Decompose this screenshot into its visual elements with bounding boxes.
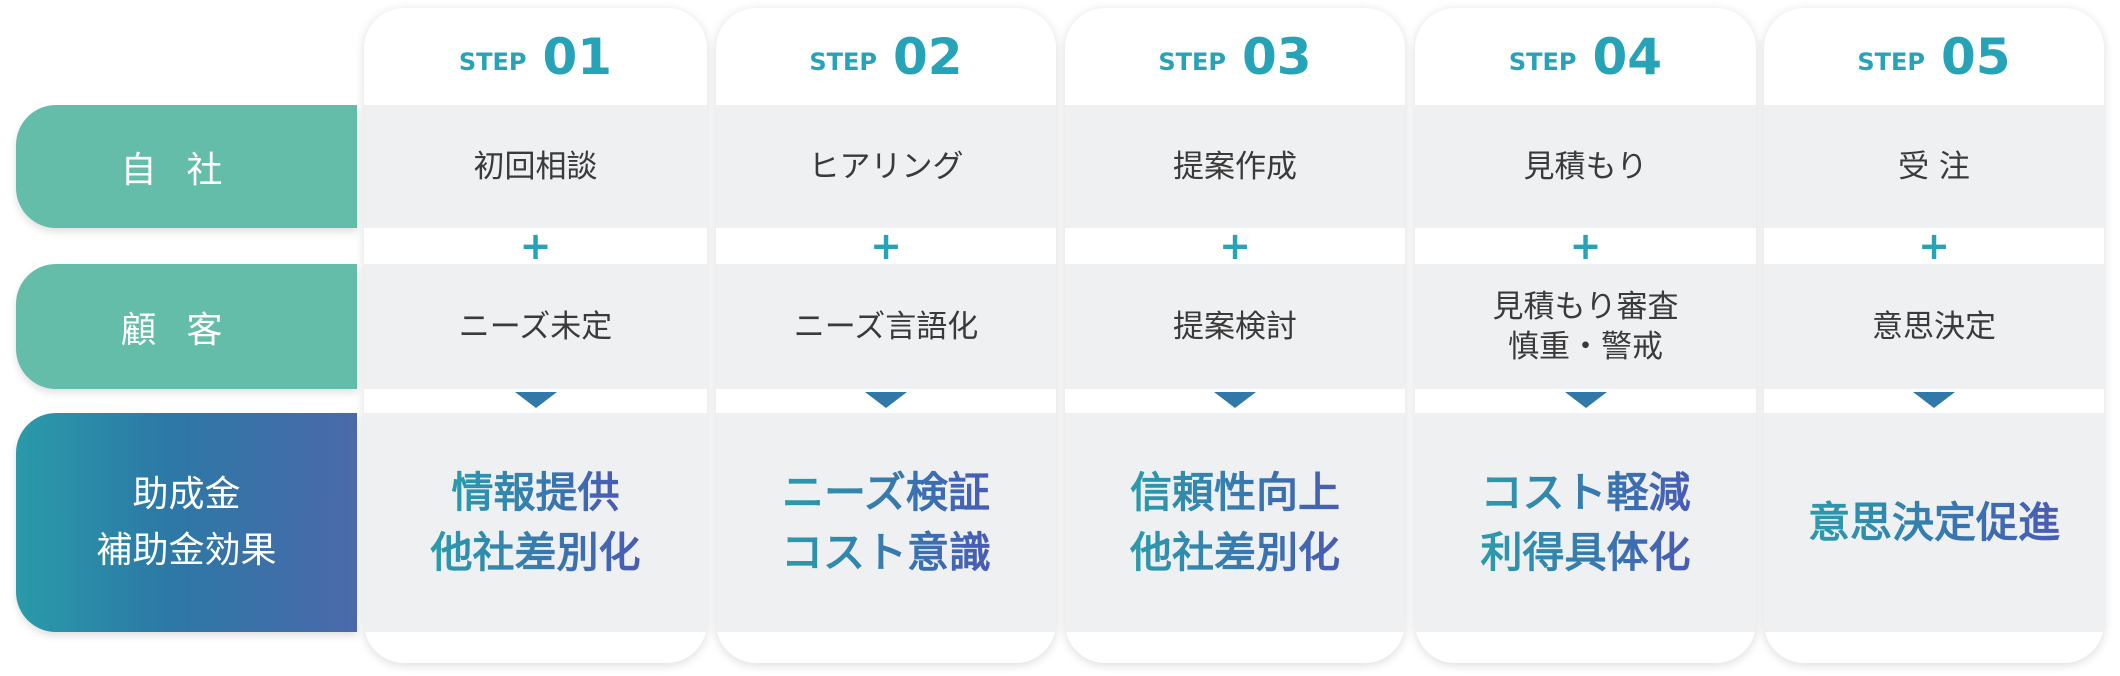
down-arrow-icon xyxy=(1913,392,1955,408)
customer-cell: 見積もり審査慎重・警戒 xyxy=(1415,264,1756,389)
customer-cell: ニーズ未定 xyxy=(364,264,707,389)
plus-icon: + xyxy=(1569,224,1602,268)
own-company-cell: 見積もり xyxy=(1415,105,1756,228)
step-header: STEP 03 xyxy=(1065,8,1405,105)
own-company-text: ヒアリング xyxy=(808,148,964,185)
step-number: 01 xyxy=(542,27,613,86)
down-arrow-icon xyxy=(1564,392,1607,408)
customer-cell: 意思決定 xyxy=(1764,264,2104,389)
effect-cell: 信頼性向上他社差別化 xyxy=(1065,413,1405,632)
step-number: 02 xyxy=(893,27,963,86)
effect-text: ニーズ検証 xyxy=(782,467,990,517)
own-company-cell: 初回相談 xyxy=(364,105,707,228)
row-label-own-company: 自社 xyxy=(16,105,357,228)
plus-icon: + xyxy=(519,224,552,268)
own-company-text: 初回相談 xyxy=(473,148,598,185)
step-word: STEP xyxy=(1508,47,1577,76)
effect-text-2: コスト意識 xyxy=(780,527,991,577)
customer-cell: 提案検討 xyxy=(1065,264,1405,389)
effect-cell: 情報提供他社差別化 xyxy=(364,413,707,632)
down-arrow-icon xyxy=(514,392,557,408)
customer-text: 意思決定 xyxy=(1872,308,1996,345)
effect-text: 信頼性向上 xyxy=(1129,467,1340,517)
customer-text: ニーズ言語化 xyxy=(793,308,979,345)
customer-text-2: 慎重・警戒 xyxy=(1508,328,1663,365)
down-arrow-icon xyxy=(1214,392,1256,408)
plus-icon: + xyxy=(1219,224,1251,268)
effect-label-line2: 補助金効果 xyxy=(96,529,277,571)
step-word: STEP xyxy=(809,47,878,76)
step-number: 04 xyxy=(1592,27,1663,86)
effect-text-2: 他社差別化 xyxy=(1129,527,1340,577)
step-card-04: STEP 04 見積もり + 見積もり審査慎重・警戒 コスト軽減利得具体化 xyxy=(1415,8,1756,663)
customer-text: ニーズ未定 xyxy=(458,308,613,345)
own-company-text: 提案作成 xyxy=(1173,148,1297,185)
step-header: STEP 02 xyxy=(716,8,1056,105)
own-company-cell: ヒアリング xyxy=(716,105,1056,228)
customer-text: 提案検討 xyxy=(1173,308,1297,345)
own-company-cell: 提案作成 xyxy=(1065,105,1405,228)
customer-text: 見積もり審査 xyxy=(1492,288,1679,325)
effect-cell: コスト軽減利得具体化 xyxy=(1415,413,1756,632)
step-card-02: STEP 02 ヒアリング + ニーズ言語化 ニーズ検証コスト意識 xyxy=(716,8,1056,663)
own-company-cell: 受 注 xyxy=(1764,105,2104,228)
step-number: 03 xyxy=(1242,27,1312,86)
row-label-customer: 顧客 xyxy=(16,264,357,389)
effect-label-line1: 助成金 xyxy=(132,473,241,515)
plus-icon: + xyxy=(870,224,902,268)
step-header: STEP 01 xyxy=(364,8,707,105)
plus-icon: + xyxy=(1918,224,1950,268)
step-word: STEP xyxy=(458,47,527,76)
customer-cell: ニーズ言語化 xyxy=(716,264,1056,389)
step-card-05: STEP 05 受 注 + 意思決定 意思決定促進 xyxy=(1764,8,2104,663)
own-company-text: 見積もり xyxy=(1523,148,1648,185)
effect-text: 意思決定促進 xyxy=(1807,497,2060,547)
step-card-01: STEP 01 初回相談 + ニーズ未定 情報提供他社差別化 xyxy=(364,8,707,663)
effect-text-2: 利得具体化 xyxy=(1480,527,1691,577)
step-word: STEP xyxy=(1158,47,1227,76)
step-header: STEP 05 xyxy=(1764,8,2104,105)
effect-text-2: 他社差別化 xyxy=(430,527,641,577)
effect-text: 情報提供 xyxy=(451,467,620,517)
step-header: STEP 04 xyxy=(1415,8,1756,105)
effect-text: コスト軽減 xyxy=(1480,467,1691,517)
row-label-subsidy-effect: 助成金補助金効果 xyxy=(16,413,357,632)
step-number: 05 xyxy=(1941,27,2011,86)
effect-cell: 意思決定促進 xyxy=(1764,413,2104,632)
effect-cell: ニーズ検証コスト意識 xyxy=(716,413,1056,632)
step-card-03: STEP 03 提案作成 + 提案検討 信頼性向上他社差別化 xyxy=(1065,8,1405,663)
own-company-text: 受 注 xyxy=(1898,148,1970,185)
down-arrow-icon xyxy=(865,392,907,408)
step-word: STEP xyxy=(1857,47,1926,76)
